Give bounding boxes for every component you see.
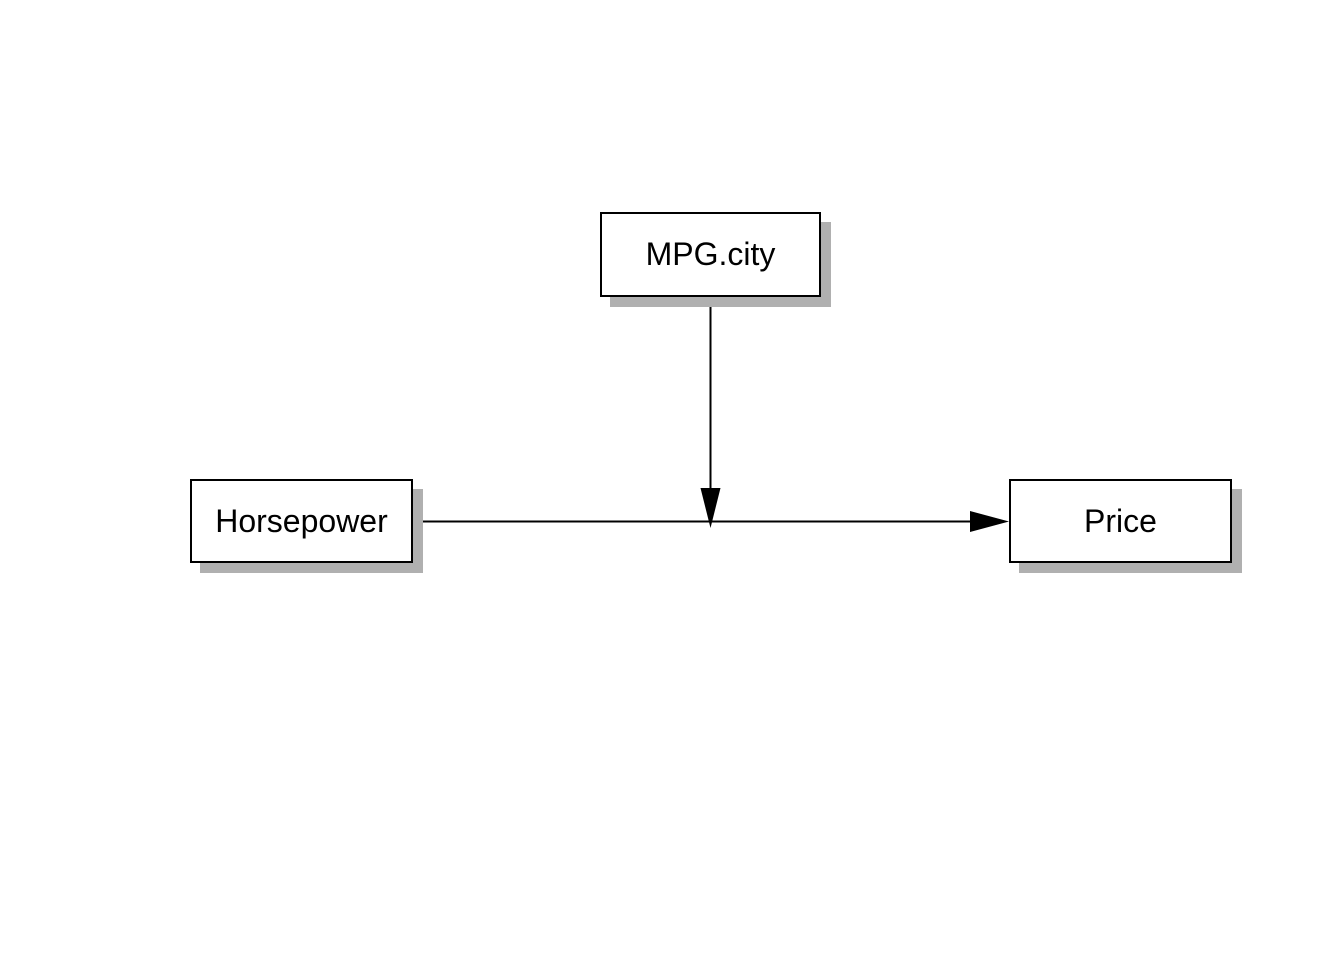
edge-horsepower-price-arrowhead-icon <box>970 511 1009 532</box>
node-price: Price <box>1009 479 1232 563</box>
node-mpg-city-label: MPG.city <box>645 236 776 272</box>
node-price-label: Price <box>1084 502 1157 539</box>
node-mpg-city: MPG.city <box>600 212 821 297</box>
node-horsepower: Horsepower <box>190 479 413 563</box>
edge-mpgcity-moderation-arrowhead-icon <box>700 488 721 528</box>
node-horsepower-label: Horsepower <box>215 502 388 539</box>
